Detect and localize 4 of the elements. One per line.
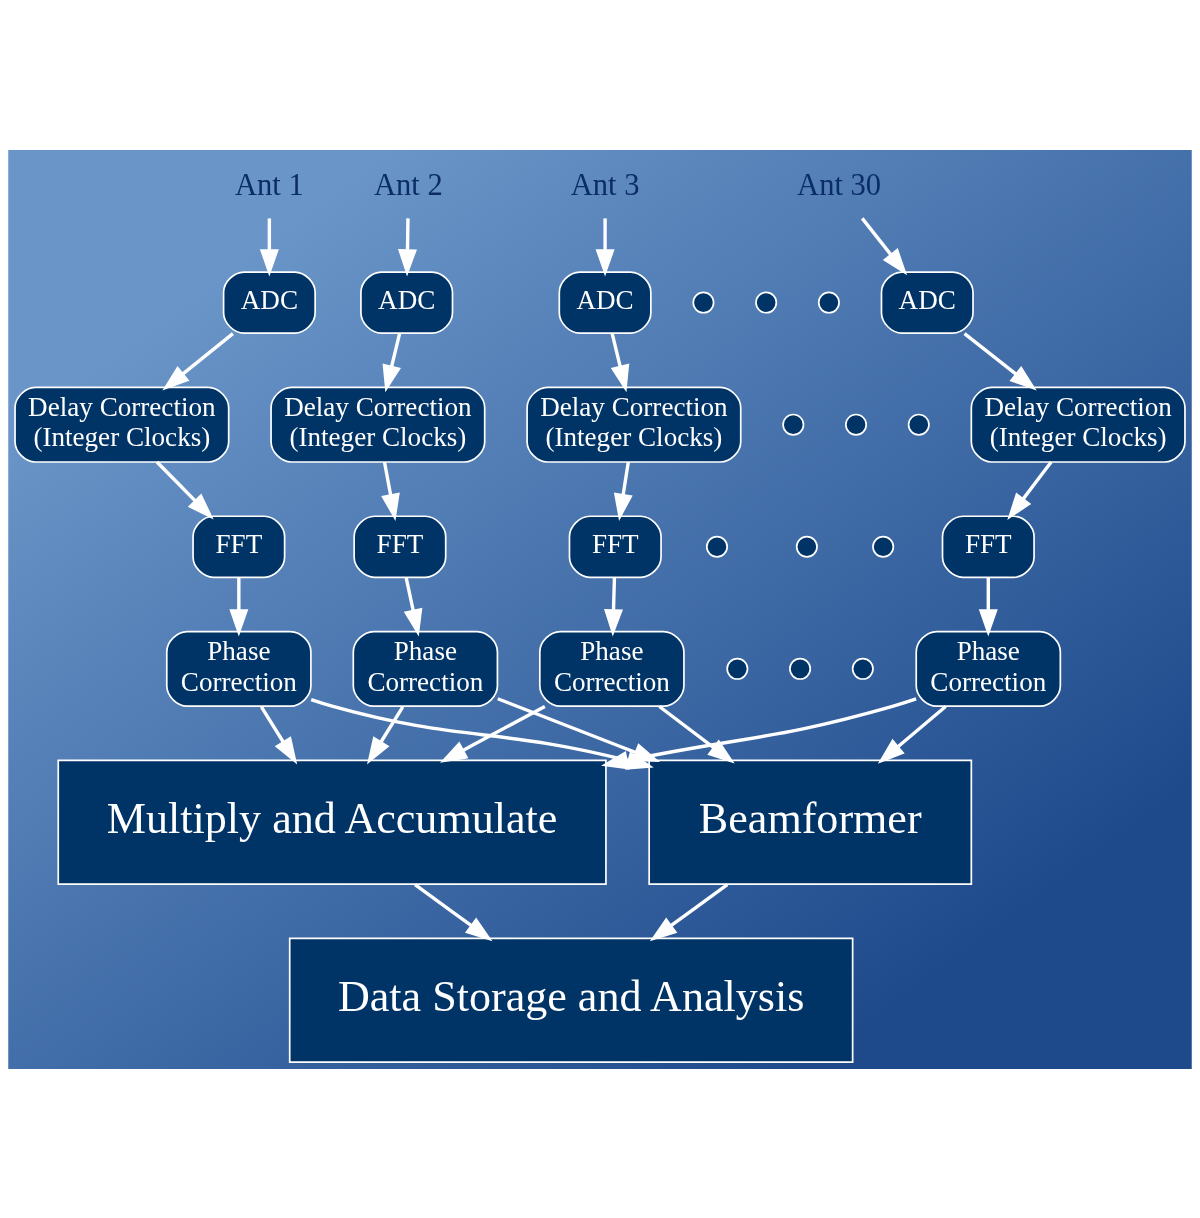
node-text: Ant 2 [374, 167, 443, 202]
node-text: Ant 3 [570, 167, 640, 202]
node-text: Ant 1 [235, 167, 304, 202]
node-text: Ant 30 [797, 167, 882, 202]
